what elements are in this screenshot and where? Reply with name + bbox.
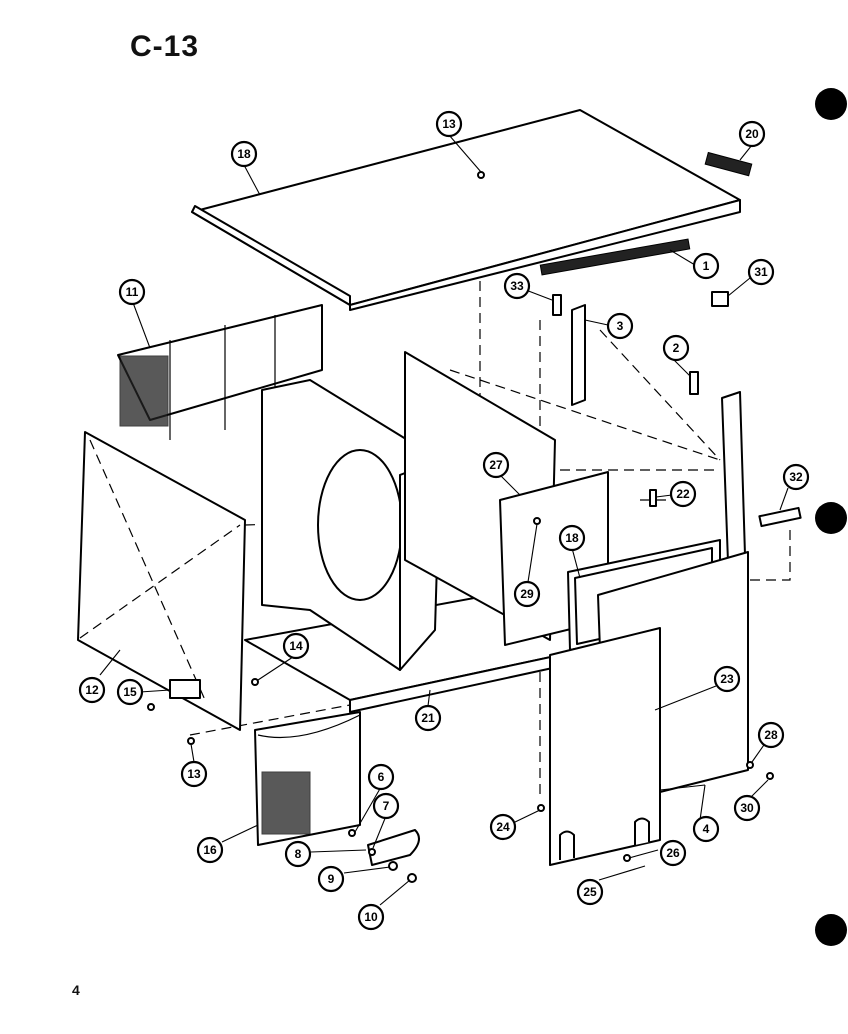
svg-text:29: 29: [520, 587, 534, 601]
svg-text:18: 18: [565, 531, 579, 545]
callout-29: 29: [513, 580, 541, 608]
callout-30: 30: [733, 794, 761, 822]
diagram-title: C-13: [130, 30, 200, 63]
svg-text:28: 28: [764, 728, 778, 742]
svg-text:20: 20: [745, 127, 759, 141]
small-parts: [147, 151, 802, 883]
hardware-bracket: [367, 829, 420, 866]
callout-32: 32: [782, 463, 810, 491]
svg-text:3: 3: [617, 319, 624, 333]
callout-9: 9: [317, 865, 345, 893]
lower-louver-panel: [254, 711, 361, 846]
callout-28: 28: [757, 721, 785, 749]
svg-text:7: 7: [383, 799, 390, 813]
binder-hole-top: [815, 88, 847, 120]
right-upright: [571, 304, 746, 563]
callout-11: 11: [118, 278, 146, 306]
callout-10: 10: [357, 903, 385, 931]
callout-2: 2: [662, 334, 690, 362]
svg-text:18: 18: [237, 147, 251, 161]
svg-text:13: 13: [187, 767, 201, 781]
svg-text:16: 16: [203, 843, 217, 857]
callout-8: 8: [284, 840, 312, 868]
left-side-panel: [77, 431, 246, 731]
callout-18-grille: 18: [558, 524, 586, 552]
callout-1: 1: [692, 252, 720, 280]
top-cover: [191, 109, 741, 311]
page-number: 4: [72, 982, 80, 998]
svg-text:12: 12: [85, 683, 99, 697]
callout-6: 6: [367, 763, 395, 791]
svg-text:11: 11: [126, 285, 139, 299]
callout-23: 23: [713, 665, 741, 693]
front-panel: [549, 627, 661, 866]
svg-text:23: 23: [720, 672, 734, 686]
svg-text:1: 1: [703, 259, 710, 273]
svg-text:13: 13: [442, 117, 456, 131]
callout-16: 16: [196, 836, 224, 864]
svg-text:21: 21: [421, 711, 435, 725]
callout-15: 15: [116, 678, 144, 706]
callout-21: 21: [414, 704, 442, 732]
binder-hole-bottom: [815, 914, 847, 946]
callout-33: 33: [503, 272, 531, 300]
callout-24: 24: [489, 813, 517, 841]
svg-text:30: 30: [740, 801, 754, 815]
svg-text:6: 6: [378, 770, 385, 784]
svg-text:31: 31: [754, 265, 768, 279]
callout-7: 7: [372, 792, 400, 820]
svg-text:8: 8: [295, 847, 302, 861]
callout-25: 25: [576, 878, 604, 906]
svg-text:26: 26: [666, 846, 680, 860]
callout-27: 27: [482, 451, 510, 479]
callout-13-top: 13: [435, 110, 463, 138]
callout-31: 31: [747, 258, 775, 286]
svg-text:27: 27: [489, 458, 503, 472]
binder-hole-middle: [815, 502, 847, 534]
callout-20: 20: [738, 120, 766, 148]
svg-text:22: 22: [676, 487, 690, 501]
svg-text:2: 2: [673, 341, 680, 355]
svg-text:15: 15: [123, 685, 137, 699]
svg-text:10: 10: [364, 910, 378, 924]
svg-text:9: 9: [328, 872, 335, 886]
svg-text:32: 32: [789, 470, 803, 484]
svg-text:33: 33: [510, 279, 524, 293]
svg-text:4: 4: [703, 822, 710, 836]
callout-18-top: 18: [230, 140, 258, 168]
callout-22: 22: [669, 480, 697, 508]
callout-4: 4: [692, 815, 720, 843]
svg-text:24: 24: [496, 820, 510, 834]
callout-14: 14: [282, 632, 310, 660]
callout-12: 12: [78, 676, 106, 704]
svg-text:25: 25: [583, 885, 597, 899]
callout-26: 26: [659, 839, 687, 867]
callout-3: 3: [606, 312, 634, 340]
fan-shroud: [261, 379, 441, 671]
left-rear-panel: [117, 304, 323, 440]
svg-text:14: 14: [289, 639, 303, 653]
leader-lines: [99, 134, 789, 906]
callout-13-bottom: 13: [180, 760, 208, 788]
